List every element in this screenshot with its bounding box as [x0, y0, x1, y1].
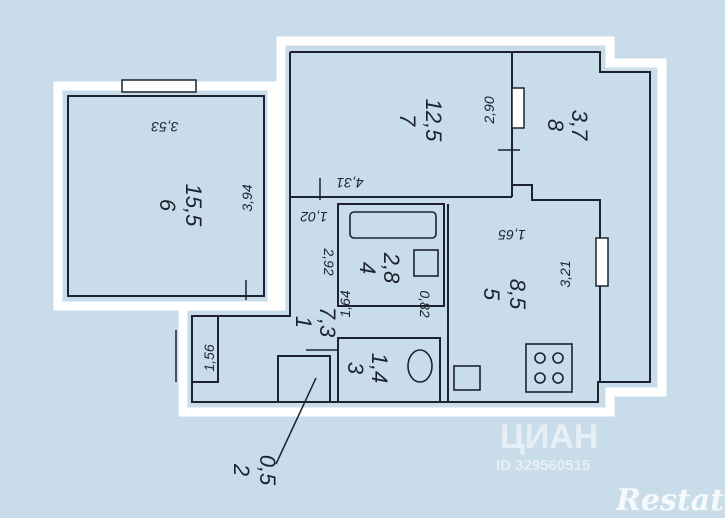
room-7-area: 12,5: [421, 99, 446, 143]
window-room-6: [121, 79, 197, 93]
room-1-area: 7,3: [315, 307, 340, 338]
entry-niche: [192, 315, 219, 383]
dim-corridor-a: 1,02: [300, 209, 327, 225]
dim-room7-width: 4,31: [336, 175, 363, 191]
stove-icon: [525, 343, 573, 393]
windows: [121, 79, 609, 287]
room-6-number: 6: [155, 199, 180, 212]
room-8-area: 3,7: [567, 110, 592, 141]
dim-room6-depth: 3,94: [239, 184, 255, 211]
wall-main-block: [178, 36, 667, 417]
room-2-number: 2: [229, 463, 254, 476]
room-5-area: 8,5: [505, 279, 530, 310]
stove-burner-icon: [534, 352, 546, 364]
window-kitchen: [595, 237, 609, 287]
dim-room6-width: 3,53: [151, 119, 178, 135]
restate-logo: Restate: [615, 483, 725, 518]
sink-icon: [413, 249, 439, 277]
stove-burner-icon: [534, 372, 546, 384]
partitions: [67, 51, 651, 403]
room-7-number: 7: [395, 114, 420, 127]
room-2-outline: [277, 355, 331, 403]
walls: [53, 36, 667, 417]
room-8-number: 8: [543, 119, 568, 132]
dim-entry-depth: 1,56: [201, 344, 217, 371]
kitchen-sink-icon: [453, 365, 481, 391]
room-4-number: 4: [355, 262, 380, 274]
dimension-labels: 3,53 3,94 2,90 4,31 1,02 2,92 1,64 0,82 …: [151, 96, 573, 371]
dim-kitchen-depth: 3,21: [557, 260, 573, 287]
room-4-area: 2,8: [379, 252, 404, 284]
room-6-area: 15,5: [181, 184, 206, 228]
watermark-id: ID 329560515: [496, 457, 590, 474]
dim-kitchen-width: 1,65: [498, 227, 525, 243]
watermark-brand: ЦИАН: [500, 418, 598, 456]
fixtures: [349, 211, 573, 393]
dim-hall-length: 2,92: [321, 247, 337, 275]
window-room-8: [511, 87, 525, 129]
dimension-ticks: [175, 149, 520, 465]
toilet-icon: [407, 349, 433, 383]
room-1-number: 1: [291, 316, 316, 328]
room-4-outline: [337, 203, 445, 307]
bathtub-icon: [349, 211, 437, 239]
stove-burner-icon: [552, 372, 564, 384]
main-inner-outline: [191, 51, 651, 403]
room-labels: 6 15,5 7 12,5 8 3,7 1 7,3 4 2,8 5 8,5 3 …: [155, 99, 592, 486]
dim-bath-width: 1,64: [337, 290, 353, 317]
room-6-outline: [67, 95, 265, 297]
dim-hall-width: 0,82: [417, 290, 433, 317]
room-3-outline: [337, 337, 441, 403]
stove-burner-icon: [552, 352, 564, 364]
watermark: ЦИАН ID 329560515 Restate: [496, 418, 725, 518]
room-2-area: 0,5: [255, 455, 280, 486]
room-3-number: 3: [343, 362, 368, 375]
dim-room7-height: 2,90: [481, 96, 497, 124]
room-3-area: 1,4: [367, 353, 392, 384]
room-5-number: 5: [479, 288, 504, 301]
